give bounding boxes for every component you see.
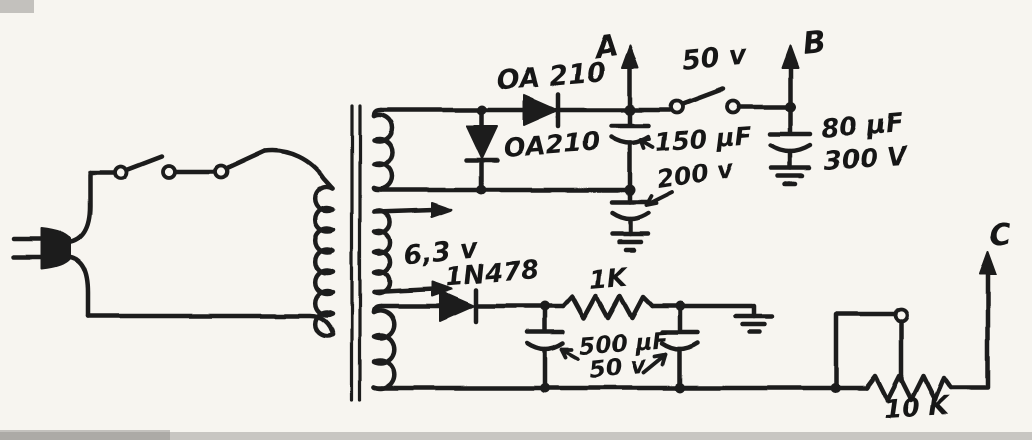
- switch-blade: [125, 153, 165, 172]
- mains-lead-top: [65, 171, 93, 245]
- hv-secondary-winding: [371, 112, 395, 192]
- mains-bottom-conductor: [85, 313, 336, 338]
- label-diode-series: OA 210: [495, 57, 607, 97]
- switch-contact: [669, 99, 685, 115]
- diode-icon: [466, 125, 498, 159]
- mains-lead-bottom: [65, 253, 91, 319]
- scan-corner-smudge: [0, 0, 34, 13]
- scan-edge-bottom-dark: [0, 430, 170, 440]
- arrow-up-icon: [621, 45, 639, 69]
- label-cap-150uf: 150 μF: [654, 121, 752, 157]
- terminal-c: [948, 251, 997, 391]
- terminal-lead: [948, 267, 991, 391]
- switch-blade: [680, 86, 726, 107]
- label-terminal-b: B: [801, 25, 827, 62]
- diode-icon: [523, 94, 559, 126]
- bias-rectifier-section: 1N478 1K: [378, 217, 1013, 425]
- series-diode: [523, 91, 561, 129]
- label-cap-80uf: 80 μF: [820, 108, 905, 145]
- junction-dot: [540, 383, 550, 393]
- junction-dot: [675, 383, 685, 393]
- heater-tap-bottom: [371, 286, 437, 295]
- pot-resistor: [863, 373, 954, 403]
- ground-icon: [768, 165, 812, 187]
- hv-rectifier-section: OA 210 OA210 A: [378, 25, 910, 253]
- shunt-diode: [464, 107, 500, 193]
- label-terminal-c: C: [988, 217, 1013, 254]
- arrow-up-icon: [781, 45, 799, 69]
- heater-tap-top: [371, 207, 437, 215]
- label-potentiometer: 10 K: [883, 392, 952, 425]
- arrow-icon: [431, 202, 453, 218]
- ground-icon: [733, 303, 775, 335]
- plug-body: [41, 227, 71, 269]
- bias-diode: [439, 287, 479, 325]
- resistor-1k: [560, 293, 655, 321]
- arrow-up-icon: [979, 251, 997, 275]
- label-cap-80uf-voltage: 300 V: [822, 141, 909, 177]
- label-switch-voltage: 50 v: [680, 39, 749, 77]
- transformer: 6,3 v: [312, 104, 481, 402]
- output-capacitor: [767, 104, 813, 171]
- bias-secondary-winding: [371, 308, 397, 391]
- terminal-b: [781, 45, 799, 106]
- bias-capacitor-1: [524, 303, 566, 389]
- annotation-arrow: [639, 137, 655, 150]
- annotation-arrow: [560, 347, 580, 360]
- heater-winding: [371, 208, 392, 296]
- junction-dot: [477, 185, 487, 195]
- potentiometer: [833, 307, 954, 403]
- label-cap-150uf-voltage: 200 v: [655, 154, 736, 194]
- label-cap-500uf-voltage: 50 v: [588, 350, 649, 384]
- pot-wiper-arm: [833, 311, 898, 389]
- switch-contact: [213, 164, 229, 180]
- label-diode-shunt: OA210: [502, 127, 600, 164]
- annotation-arrow: [644, 190, 674, 207]
- ground-icon: [609, 231, 651, 253]
- junction-dot: [477, 105, 487, 115]
- switch-blade: [225, 148, 268, 171]
- scan-edge-bottom: [0, 432, 1032, 440]
- diode-icon: [439, 290, 475, 322]
- primary-winding: [312, 184, 336, 339]
- bias-capacitor-2: [659, 303, 701, 389]
- switch-contact: [161, 164, 177, 180]
- label-resistor-1k: 1K: [588, 263, 631, 296]
- mains-switch: [85, 148, 336, 338]
- wire-to-primary: [262, 148, 336, 191]
- hv-switch: [669, 86, 741, 115]
- lower-capacitor: [609, 187, 651, 237]
- mains-plug: [11, 171, 93, 319]
- annotation-arrow: [642, 352, 668, 374]
- terminal-a: [621, 45, 639, 109]
- switch-contact: [113, 164, 129, 180]
